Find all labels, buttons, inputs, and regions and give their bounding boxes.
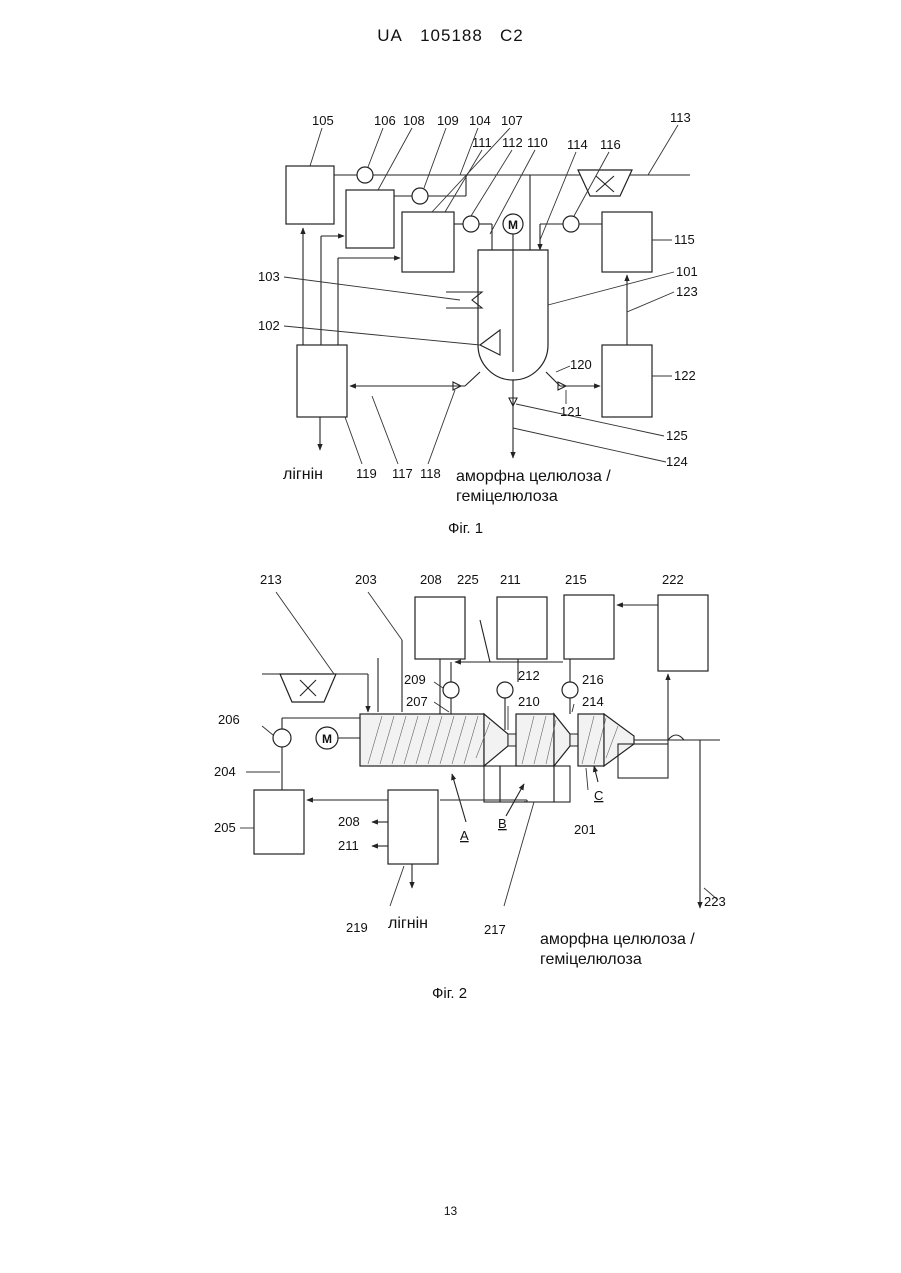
ref-108: 108 [403, 113, 425, 128]
ref-110: 110 [527, 135, 548, 150]
zone-b-label: B [498, 816, 507, 831]
ref-116: 116 [600, 137, 621, 152]
pump-106-icon [357, 167, 373, 183]
ref-124: 124 [666, 454, 688, 469]
ref-119: 119 [356, 466, 377, 481]
ref-107: 107 [501, 113, 523, 128]
ref-208-out: 208 [338, 814, 360, 829]
box-108 [346, 190, 394, 248]
ref-123: 123 [676, 284, 698, 299]
ref-105: 105 [312, 113, 334, 128]
ref-109: 109 [437, 113, 459, 128]
figure-2: M [214, 572, 726, 1002]
box-219 [388, 790, 438, 864]
box-115 [602, 212, 652, 272]
ref-215: 215 [565, 572, 587, 587]
fig1-caption: Фіг. 1 [448, 520, 483, 537]
extruder-zone-b [516, 714, 554, 766]
ref-206: 206 [218, 712, 240, 727]
ref-211: 211 [500, 572, 521, 587]
ref-112: 112 [502, 135, 523, 150]
ref-222: 222 [662, 572, 684, 587]
heat-exchanger-103 [446, 292, 482, 308]
pump-206-icon [273, 729, 291, 747]
zone-c-arrow [594, 766, 598, 782]
box-205 [254, 790, 304, 854]
ref-204: 204 [214, 764, 236, 779]
ref-212: 212 [518, 668, 540, 683]
fig2-product-line2: геміцелюлоза [540, 951, 642, 968]
fig1-product-line1: аморфна целюлоза / [456, 468, 611, 485]
fig2-caption: Фіг. 2 [432, 985, 467, 1002]
hopper-icon [578, 170, 632, 196]
ref-216: 216 [582, 672, 604, 687]
box-111 [402, 212, 454, 272]
ref-210: 210 [518, 694, 540, 709]
ref-117: 117 [392, 466, 413, 481]
ref-203: 203 [355, 572, 377, 587]
ref-102: 102 [258, 318, 280, 333]
box-122 [602, 345, 652, 417]
ref-106: 106 [374, 113, 396, 128]
fig2-lignin-label: лігнін [388, 915, 428, 932]
ref-111: 111 [472, 135, 492, 150]
pump-112-icon [463, 216, 479, 232]
ref-121: 121 [560, 404, 582, 419]
page-number: 13 [0, 1204, 901, 1218]
ref-208: 208 [420, 572, 442, 587]
zone-a-arrow [452, 774, 466, 822]
box-119 [297, 345, 347, 417]
ref-207: 207 [406, 694, 428, 709]
box-222 [658, 595, 708, 671]
fig2-product-line1: аморфна целюлоза / [540, 931, 695, 948]
ref-101: 101 [676, 264, 698, 279]
pump-109-icon [412, 188, 428, 204]
ref-217: 217 [484, 922, 506, 937]
motor-label: M [508, 218, 518, 232]
ref-104: 104 [469, 113, 491, 128]
ref-201: 201 [574, 822, 596, 837]
fig1-lignin-label: лігнін [283, 466, 323, 483]
figure-1: M [258, 110, 698, 537]
pump-216-icon [562, 682, 578, 698]
zone-c-label: C [594, 788, 603, 803]
box-215 [564, 595, 614, 659]
ref-219: 219 [346, 920, 368, 935]
fig1-product-line2: геміцелюлоза [456, 488, 558, 505]
ref-125: 125 [666, 428, 688, 443]
ref-225: 225 [457, 572, 479, 587]
zone-a-label: A [460, 828, 469, 843]
pump-209-icon [443, 682, 459, 698]
pump-116-icon [563, 216, 579, 232]
ref-214: 214 [582, 694, 604, 709]
pump-212-icon [497, 682, 513, 698]
motor-label: M [322, 732, 332, 746]
ref-114: 114 [567, 137, 588, 152]
ref-223: 223 [704, 894, 726, 909]
ref-120: 120 [570, 357, 592, 372]
box-105 [286, 166, 334, 224]
ref-211-out: 211 [338, 838, 359, 853]
ref-103: 103 [258, 269, 280, 284]
ref-113: 113 [670, 110, 691, 125]
ref-209: 209 [404, 672, 426, 687]
ref-122: 122 [674, 368, 696, 383]
box-208 [415, 597, 465, 659]
ref-118: 118 [420, 466, 441, 481]
ref-115: 115 [674, 232, 695, 247]
box-211 [497, 597, 547, 659]
ref-213: 213 [260, 572, 282, 587]
ref-205: 205 [214, 820, 236, 835]
